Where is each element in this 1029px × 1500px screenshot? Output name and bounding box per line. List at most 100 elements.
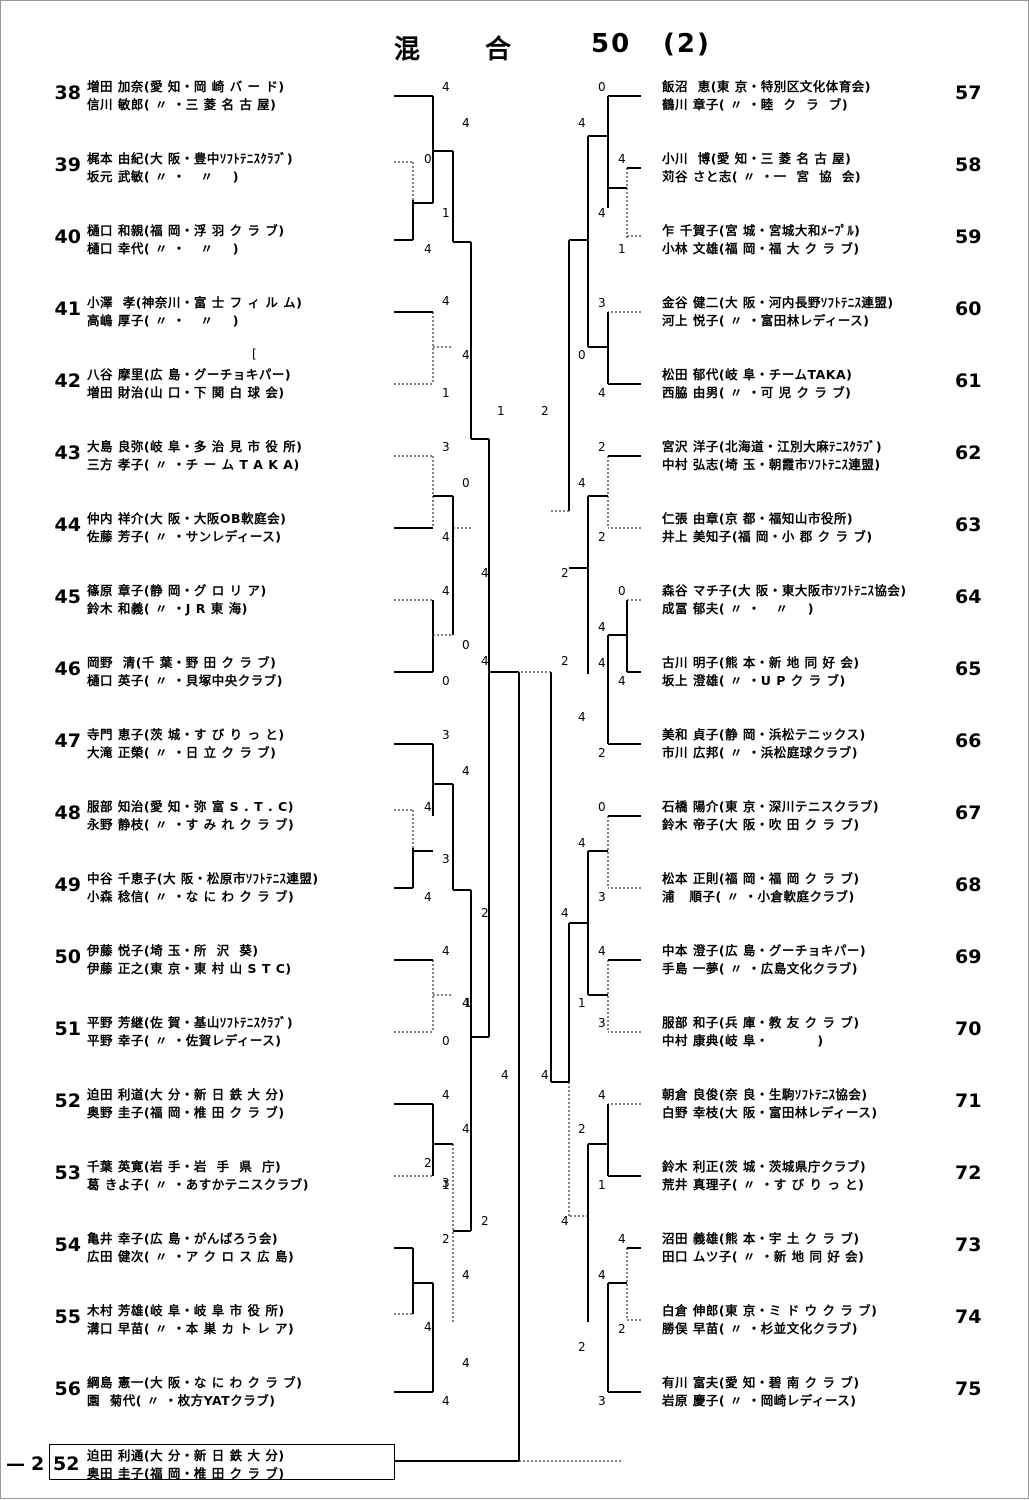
entry-number: 45 (54, 586, 81, 608)
title-part-c: 50 (591, 29, 632, 59)
match-score: 3 (598, 296, 606, 310)
match-score: 4 (481, 566, 489, 580)
entry-number: 46 (54, 658, 81, 680)
player-2: 増田 財治(山 口・下 関 白 球 会) (87, 385, 285, 400)
player-2: 田口 ムツ子( 〃 ・新 地 同 好 会) (662, 1249, 865, 1264)
player-1: 古川 明子(熊 本・新 地 同 好 会) (662, 655, 860, 670)
player-2: 河上 悦子( 〃 ・富田林レディース) (662, 313, 870, 328)
player-1: 白倉 伸郎(東 京・ミ ド ウ ク ラ ブ) (662, 1303, 878, 1318)
match-score: 4 (442, 584, 450, 598)
player-1: 中谷 千恵子(大 阪・松原市ｿﾌﾄﾃﾆｽ連盟) (87, 871, 319, 886)
match-score: 1 (598, 1178, 606, 1192)
page-title: 混 合 50 (2) (1, 29, 1029, 65)
entry-number: 41 (54, 298, 81, 320)
entry-number: 57 (955, 82, 982, 104)
match-score: 4 (442, 80, 450, 94)
player-1: 乍 千賀子(宮 城・宮城大和ﾒｰﾌﾟﾙ) (662, 223, 861, 238)
match-score: 1 (464, 996, 472, 1010)
player-1: 金谷 健二(大 阪・河内長野ｿﾌﾄﾃﾆｽ連盟) (662, 295, 894, 310)
entry-number: 49 (54, 874, 81, 896)
player-2: 西脇 由男( 〃 ・可 児 ク ラ ブ) (662, 385, 852, 400)
match-score: 1 (442, 386, 450, 400)
final-winner-box (49, 1444, 395, 1480)
player-1: 岡野 清(千 葉・野 田 ク ラ ブ) (87, 655, 277, 670)
entry-number: 74 (955, 1306, 982, 1328)
player-1: 小澤 孝(神奈川・富 士 フ ィ ル ム) (87, 295, 303, 310)
match-score: 0 (442, 1034, 450, 1048)
entry-number: 63 (955, 514, 982, 536)
title-part-a: 混 (394, 35, 423, 65)
player-2: 樋口 英子( 〃 ・貝塚中央クラブ) (87, 673, 283, 688)
match-score: 4 (462, 996, 470, 1010)
player-2: 広田 健次( 〃 ・ア ク ロ ス 広 島) (87, 1249, 295, 1264)
match-score: 4 (598, 386, 606, 400)
final-player-2: 奥田 圭子(福 岡・椎 田 ク ラ ブ) (87, 1466, 285, 1481)
player-2: 浦 順子( 〃 ・小倉軟庭クラブ) (662, 889, 855, 904)
match-score: 3 (442, 440, 450, 454)
player-2: 信川 敏郎( 〃 ・三 菱 名 古 屋) (87, 97, 277, 112)
entry-number: 60 (955, 298, 982, 320)
match-score: 1 (578, 996, 586, 1010)
player-2: 奥野 圭子(福 岡・椎 田 ク ラ ブ) (87, 1105, 285, 1120)
match-score: 4 (561, 1214, 569, 1228)
match-score: 4 (424, 890, 432, 904)
player-2: 三方 孝子( 〃 ・チ ー ム T A K A) (87, 457, 300, 472)
match-score: 0 (578, 348, 586, 362)
player-2: 井上 美知子(福 岡・小 郡 ク ラ ブ) (662, 529, 873, 544)
match-score: 2 (598, 746, 606, 760)
match-score: 4 (462, 1268, 470, 1282)
entry-number: 55 (54, 1306, 81, 1328)
match-score: 4 (462, 116, 470, 130)
match-score: 3 (598, 1016, 606, 1030)
final-dash: — (6, 1453, 25, 1475)
player-1: 篠原 章子(静 岡・グ ロ リ ア) (87, 583, 267, 598)
player-2: 坂元 武敏( 〃 ・ 〃 ) (87, 169, 239, 184)
match-score: 4 (598, 1088, 606, 1102)
player-1: 綱島 憲一(大 阪・な に わ ク ラ ブ) (87, 1375, 303, 1390)
match-score: 4 (442, 944, 450, 958)
player-2: 園 菊代( 〃 ・枚方YATクラブ) (87, 1393, 276, 1408)
match-score: 4 (561, 906, 569, 920)
match-score: 2 (561, 654, 569, 668)
player-1: 松田 郁代(岐 阜・チームTAKA) (662, 367, 853, 382)
player-2: 中村 康典(岐 阜・ ) (662, 1033, 824, 1048)
entry-number: 44 (54, 514, 81, 536)
entry-42-mark: [ (252, 347, 257, 361)
entry-number: 69 (955, 946, 982, 968)
player-2: 鶴川 章子( 〃 ・睦 ク ラ ブ) (662, 97, 849, 112)
player-2: 岩原 慶子( 〃 ・岡崎レディース) (662, 1393, 857, 1408)
player-2: 樋口 幸代( 〃 ・ 〃 ) (87, 241, 239, 256)
player-2: 成冨 郁夫( 〃 ・ 〃 ) (662, 601, 814, 616)
entry-number: 67 (955, 802, 982, 824)
player-2: 小林 文雄(福 岡・福 大 ク ラ ブ) (662, 241, 860, 256)
match-score: 4 (442, 1394, 450, 1408)
match-score: 4 (462, 1356, 470, 1370)
title-part-d: (2) (663, 29, 711, 59)
player-2: 小森 稔信( 〃 ・な に わ ク ラ ブ) (87, 889, 295, 904)
match-score: 1 (618, 242, 626, 256)
player-1: 服部 知治(愛 知・弥 富 S . T . C) (87, 799, 294, 814)
match-score: 3 (442, 852, 450, 866)
player-1: 仁張 由章(京 都・福知山市役所) (662, 511, 854, 526)
match-score: 2 (424, 1156, 432, 1170)
player-2: 高嶋 厚子( 〃 ・ 〃 ) (87, 313, 239, 328)
player-2: 荒井 真理子( 〃 ・す び り っ と) (662, 1177, 865, 1192)
entry-number: 62 (955, 442, 982, 464)
match-score: 2 (578, 1122, 586, 1136)
entry-number: 53 (54, 1162, 81, 1184)
match-score: 4 (598, 656, 606, 670)
player-1: 梶本 由紀(大 阪・豊中ｿﾌﾄﾃﾆｽｸﾗﾌﾞ) (87, 151, 294, 166)
entry-number: 48 (54, 802, 81, 824)
player-2: 溝口 早苗( 〃 ・本 巣 カ ト レ ア) (87, 1321, 295, 1336)
player-1: 有川 富夫(愛 知・碧 南 ク ラ ブ) (662, 1375, 860, 1390)
entry-number: 65 (955, 658, 982, 680)
entry-number: 52 (54, 1090, 81, 1112)
match-score: 2 (598, 530, 606, 544)
player-1: 石橋 陽介(東 京・深川テニスクラブ) (662, 799, 880, 814)
match-score: 4 (424, 242, 432, 256)
match-score: 4 (424, 800, 432, 814)
match-score: 4 (598, 620, 606, 634)
match-score: 4 (618, 674, 626, 688)
player-2: 大滝 正榮( 〃 ・日 立 ク ラ ブ) (87, 745, 277, 760)
